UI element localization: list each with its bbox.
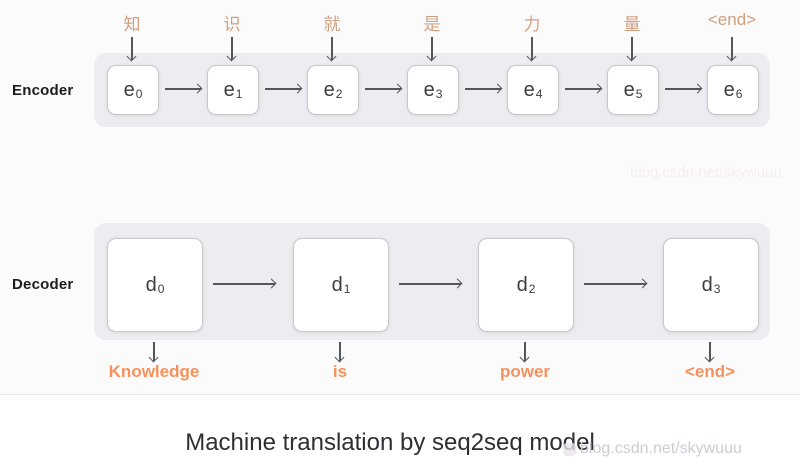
cell-label: e [623,78,635,101]
cell-label-subscript: 3 [435,87,443,101]
cell-label: e [123,78,135,101]
flow-arrow-icon [465,88,501,90]
decoder-output-word: power [499,362,551,381]
down-arrow-icon [709,342,711,361]
watermark: blog.csdn.net/skywuuu [563,440,742,458]
cell-label-subscript: 4 [535,87,543,101]
down-arrow-icon [631,37,633,60]
cell-label: d [701,273,713,296]
encoder-label: Encoder [12,82,74,99]
encoder-input-token: 力 [523,15,541,34]
cell-label: e [423,78,435,101]
flow-arrow-icon [165,88,201,90]
decoder-output-word: is [332,362,348,381]
cell-label-subscript: 5 [635,87,643,101]
cell-label-subscript: 1 [343,282,351,296]
flow-arrow-icon [565,88,601,90]
cell-label: e [223,78,235,101]
encoder-input-token: 就 [323,15,341,34]
down-arrow-icon [153,342,155,361]
down-arrow-icon [524,342,526,361]
down-arrow-icon [131,37,133,60]
decoder-output-word: <end> [684,362,736,381]
flow-arrow-icon [265,88,301,90]
watermark-text: blog.csdn.net/skywuuu [630,164,782,181]
encoder-input-token: 知 [123,15,141,34]
decoder-track [94,223,770,340]
cell-label: d [331,273,343,296]
flow-arrow-icon [213,283,275,285]
encoder-input-token: <end> [707,10,757,29]
down-arrow-icon [231,37,233,60]
encoder-input-token: 识 [223,15,241,34]
cell-label-subscript: 2 [528,282,536,296]
watermark: blog.csdn.net/skywuuu [630,164,782,181]
cell-label: d [516,273,528,296]
cell-label: e [323,78,335,101]
cell-label-subscript: 0 [135,87,143,101]
cell-label: e [723,78,735,101]
watermark-text: blog.csdn.net/skywuuu [580,440,742,457]
encoder-input-token: 量 [623,15,641,34]
down-arrow-icon [731,37,733,60]
cell-label-subscript: 0 [157,282,165,296]
down-arrow-icon [531,37,533,60]
cell-label-subscript: 1 [235,87,243,101]
down-arrow-icon [339,342,341,361]
encoder-input-token: 是 [423,15,441,34]
cell-label-subscript: 2 [335,87,343,101]
csdn-logo-icon [563,442,576,456]
flow-arrow-icon [365,88,401,90]
decoder-output-word: Knowledge [108,362,200,381]
cell-label: d [145,273,157,296]
flow-arrow-icon [399,283,461,285]
caption: Machine translation by seq2seq model [185,429,595,456]
down-arrow-icon [331,37,333,60]
cell-label-subscript: 6 [735,87,743,101]
decoder-label: Decoder [12,276,74,293]
cell-label-subscript: 3 [713,282,721,296]
down-arrow-icon [431,37,433,60]
flow-arrow-icon [665,88,701,90]
cell-label: e [523,78,535,101]
flow-arrow-icon [584,283,646,285]
